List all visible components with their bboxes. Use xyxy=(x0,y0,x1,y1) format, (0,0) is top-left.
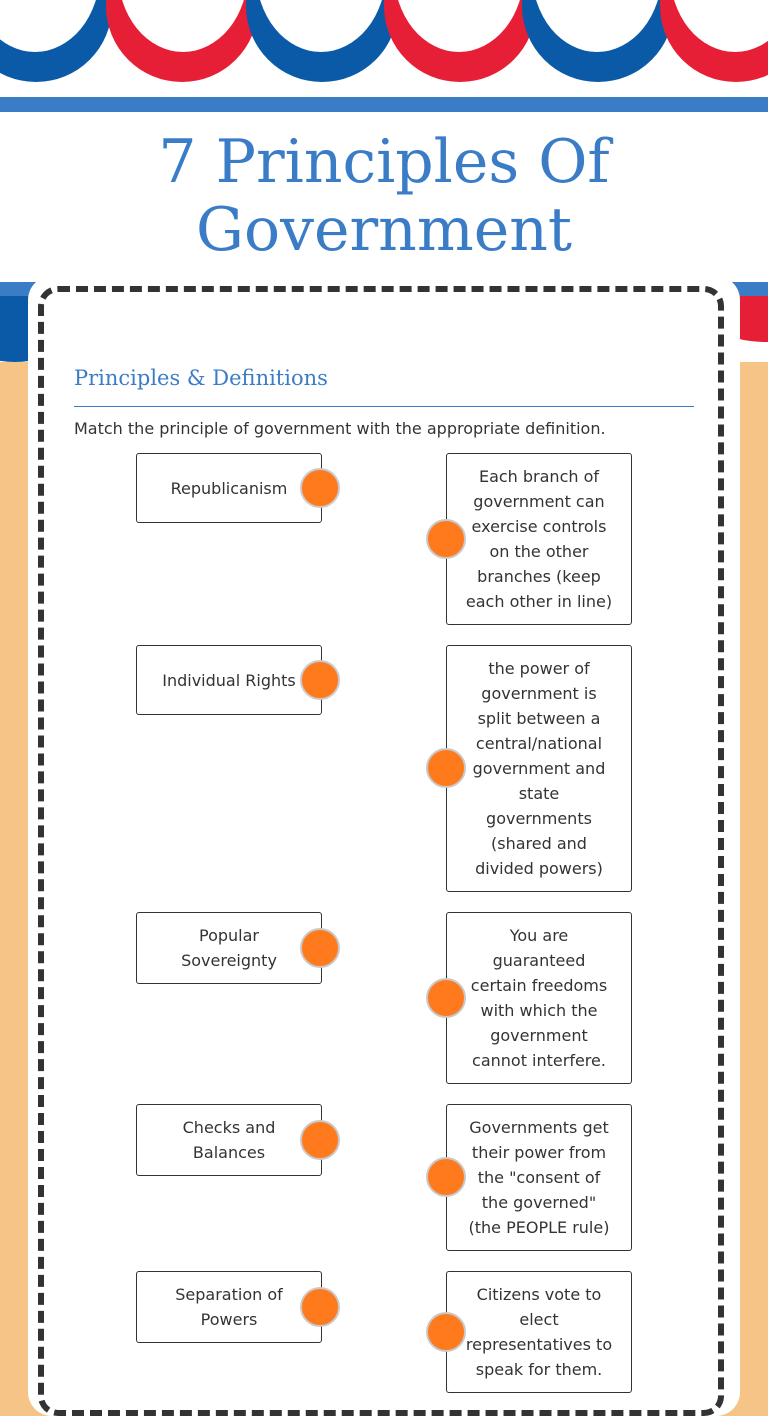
definition-box[interactable]: the power of government is split between… xyxy=(446,645,632,892)
principle-box[interactable]: Republicanism xyxy=(136,453,322,523)
principle-match-dot[interactable] xyxy=(300,1287,340,1327)
principle-label: Individual Rights xyxy=(162,670,296,690)
definition-line: on the other xyxy=(489,542,589,561)
definition-line: government can xyxy=(473,492,605,511)
definition-line: Governments get xyxy=(469,1118,609,1137)
definition-line: the "consent of xyxy=(477,1168,601,1187)
definition-match-dot[interactable] xyxy=(426,978,466,1018)
definition-line: the power of xyxy=(488,659,590,678)
principle-label: Popular xyxy=(199,926,259,945)
definition-match-dot[interactable] xyxy=(426,1312,466,1352)
principle-label: Separation of xyxy=(175,1285,283,1304)
principle-label: Checks and xyxy=(182,1118,276,1137)
definition-box[interactable]: You are guaranteed certain freedoms with… xyxy=(446,912,632,1084)
section-divider xyxy=(74,406,694,407)
principle-box[interactable]: Separation of Powers xyxy=(136,1271,322,1343)
definition-line: governments xyxy=(486,809,592,828)
principle-label: Republicanism xyxy=(170,478,288,498)
definition-line: (shared and xyxy=(491,834,587,853)
definition-box[interactable]: Each branch of government can exercise c… xyxy=(446,453,632,625)
definition-line: with which the xyxy=(480,1001,598,1020)
principle-match-dot[interactable] xyxy=(300,928,340,968)
definition-line: their power from xyxy=(471,1143,607,1162)
principle-label: Balances xyxy=(192,1143,266,1162)
definition-line: divided powers) xyxy=(475,859,603,878)
definition-line: representatives to xyxy=(465,1335,613,1354)
principle-box[interactable]: Individual Rights xyxy=(136,645,322,715)
principle-match-dot[interactable] xyxy=(300,468,340,508)
definition-match-dot[interactable] xyxy=(426,1157,466,1197)
definition-line: certain freedoms xyxy=(470,976,608,995)
title-band xyxy=(0,112,768,282)
definition-line: central/national xyxy=(475,734,603,753)
definition-line: guaranteed xyxy=(492,951,586,970)
definition-line: government and xyxy=(472,759,606,778)
definition-line: each other in line) xyxy=(465,592,613,611)
principle-match-dot[interactable] xyxy=(300,1120,340,1160)
definition-line: the governed" xyxy=(481,1193,597,1212)
definition-line: split between a xyxy=(477,709,601,728)
definition-line: government xyxy=(490,1026,588,1045)
instructions-text: Match the principle of government with t… xyxy=(74,419,606,438)
definition-line: exercise controls xyxy=(471,517,607,536)
principle-label: Sovereignty xyxy=(181,951,277,970)
definition-line: state xyxy=(518,784,560,803)
principle-match-dot[interactable] xyxy=(300,660,340,700)
definition-line: speak for them. xyxy=(475,1360,603,1379)
header-stripe xyxy=(0,97,768,112)
definition-line: Each branch of xyxy=(478,467,600,486)
principle-label: Powers xyxy=(200,1310,258,1329)
title-line-2: Government xyxy=(196,195,572,265)
definition-line: cannot interfere. xyxy=(472,1051,606,1070)
definition-line: branches (keep xyxy=(477,567,601,586)
section-title: Principles & Definitions xyxy=(74,366,328,390)
definition-box[interactable]: Governments get their power from the "co… xyxy=(446,1104,632,1251)
definition-box[interactable]: Citizens vote to elect representatives t… xyxy=(446,1271,632,1393)
title-line-1: 7 Principles Of xyxy=(158,127,610,197)
header-decoration xyxy=(0,0,768,112)
definition-line: You are xyxy=(509,926,569,945)
definition-line: elect xyxy=(519,1310,559,1329)
definition-line: Citizens vote to xyxy=(476,1285,602,1304)
definition-line: government is xyxy=(481,684,597,703)
definition-match-dot[interactable] xyxy=(426,748,466,788)
definition-line: (the PEOPLE rule) xyxy=(468,1218,610,1237)
definition-match-dot[interactable] xyxy=(426,519,466,559)
